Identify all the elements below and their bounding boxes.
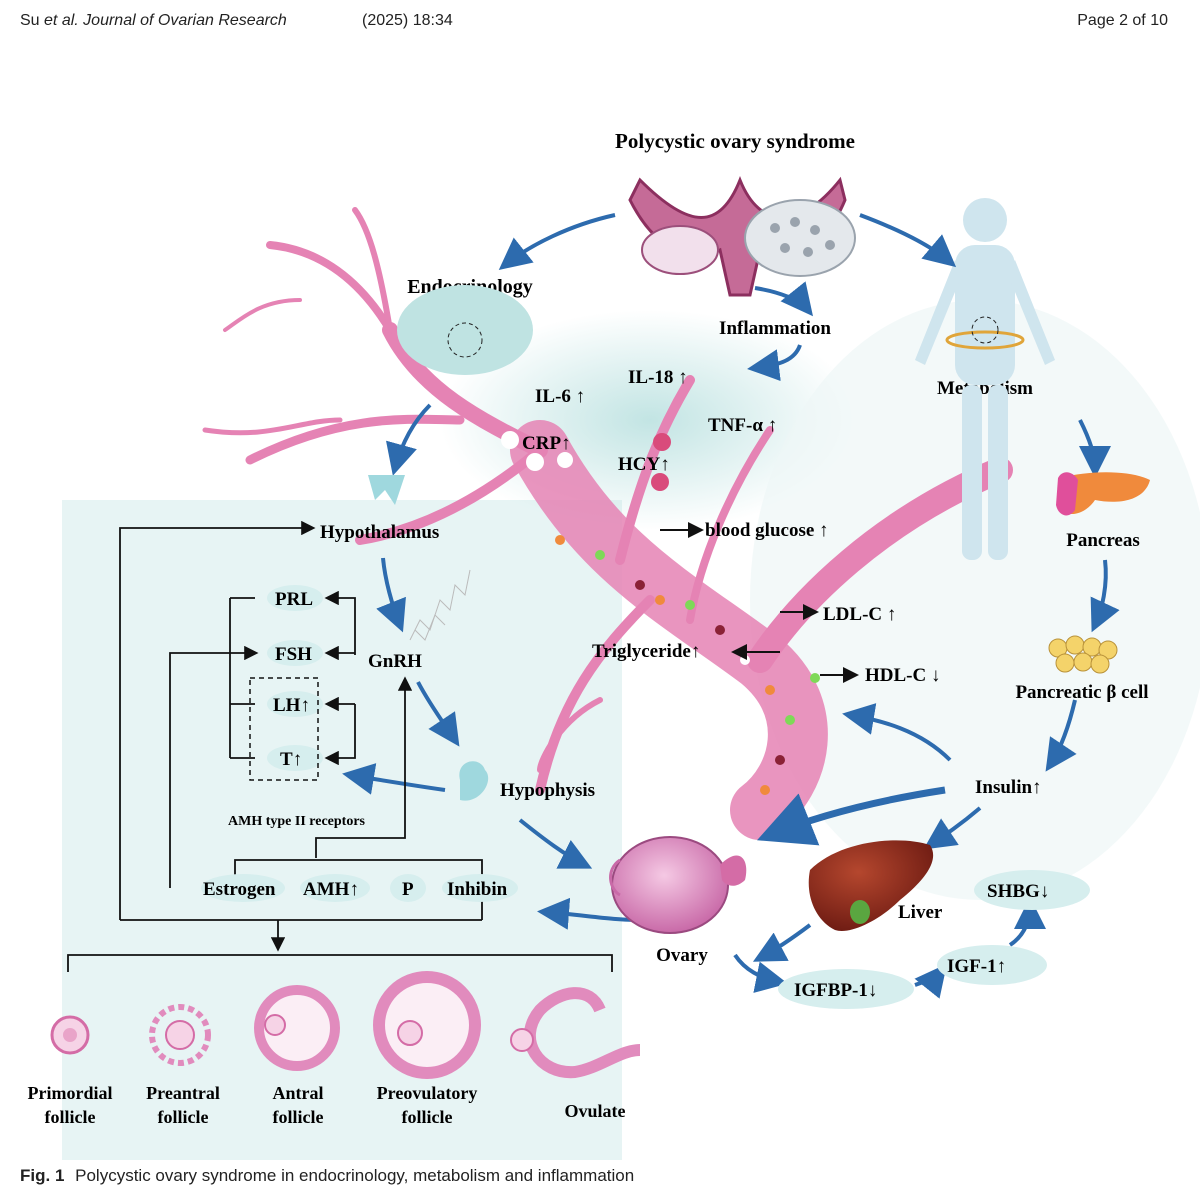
shbg-label: SHBG↓ (987, 881, 1049, 902)
ovulate-follicle (510, 987, 641, 1079)
follicle-label-2a: Preantral (146, 1083, 220, 1103)
uterus-illustration (628, 175, 856, 297)
follicle-label-3a: Antral (273, 1083, 324, 1103)
estrogen-label: Estrogen (203, 879, 276, 900)
caption-label: Fig. 1 (20, 1166, 65, 1185)
follicle-label-4b: follicle (402, 1107, 453, 1127)
antral-follicle (254, 985, 340, 1071)
pcos-figure: Polycystic ovary syndrome Endocrinology … (28, 129, 1200, 1160)
molecule-illustration (409, 569, 471, 641)
follicle-label-5a: Ovulate (565, 1101, 626, 1121)
hypothalamus-label: Hypothalamus (320, 522, 439, 543)
caption-text: Polycystic ovary syndrome in endocrinolo… (75, 1166, 635, 1185)
gnrh-label: GnRH (368, 651, 422, 672)
beta-cell-label: Pancreatic β cell (1015, 682, 1148, 703)
et-al: et al. (44, 12, 79, 29)
hypophysis-label: Hypophysis (500, 780, 595, 801)
journal-citation: Su et al. Journal of Ovarian Research (20, 12, 287, 30)
amh-receptor-label: AMH type II receptors (228, 814, 366, 829)
primordial-follicle (50, 1015, 90, 1055)
flow-arrows (342, 213, 1120, 999)
tnf-label: TNF-α ↑ (708, 415, 777, 436)
shbg-bubble: SHBG↓ (974, 870, 1090, 910)
ovary-illustration (609, 836, 747, 934)
ovary-label: Ovary (656, 945, 708, 966)
beta-cell-illustration (1048, 635, 1118, 674)
pancreas-label: Pancreas (1066, 530, 1140, 551)
pancreas-illustration (1056, 472, 1150, 516)
follicle-labels: Primordial follicle Preantral follicle A… (28, 1083, 626, 1127)
igfbp1-label: IGFBP-1↓ (794, 980, 877, 1001)
crp-label: CRP↑ (522, 433, 571, 454)
follicle-label-4a: Preovulatory (377, 1083, 478, 1103)
metabolic-labels: blood glucose ↑ LDL-C ↑ Triglyceride↑ HD… (592, 520, 940, 686)
t-label: T↑ (280, 749, 302, 770)
figure-caption: Fig. 1 Polycystic ovary syndrome in endo… (20, 1166, 634, 1186)
blood-particles (555, 535, 820, 795)
triglyceride-label: Triglyceride↑ (592, 641, 700, 662)
hormone-boxes: PRL FSH LH↑ T↑ (249, 585, 323, 781)
human-body-illustration (915, 198, 1055, 560)
follicle-stages (50, 971, 641, 1079)
insulin-label: Insulin↑ (975, 777, 1042, 798)
metabolism-label: Metabolism (937, 378, 1033, 399)
preantral-follicle (149, 1004, 211, 1066)
blood-vessel (202, 207, 1013, 840)
page-header: Su et al. Journal of Ovarian Research (2… (20, 12, 1168, 36)
ovarian-hormones: Estrogen AMH↑ P Inhibin (201, 874, 518, 902)
il6-label: IL-6 ↑ (535, 386, 585, 407)
follicle-label-3b: follicle (273, 1107, 324, 1127)
igf1-label: IGF-1↑ (947, 956, 1006, 977)
follicle-label-1b: follicle (45, 1107, 96, 1127)
hypothalamus-icon (368, 475, 405, 505)
feedback-lines (67, 520, 613, 972)
hypophysis-icon (459, 761, 489, 801)
ldl-label: LDL-C ↑ (823, 604, 896, 625)
p-label: P (402, 879, 414, 900)
figure-title: Polycystic ovary syndrome (615, 129, 855, 153)
fsh-label: FSH (275, 644, 312, 665)
liver-illustration (808, 840, 934, 931)
blood-glucose-label: blood glucose ↑ (705, 520, 829, 541)
inhibin-label: Inhibin (447, 879, 508, 900)
inflammation-label: Inflammation (719, 318, 831, 339)
page-number: Page 2 of 10 (1077, 12, 1168, 29)
lh-label: LH↑ (273, 695, 310, 716)
hdl-label: HDL-C ↓ (865, 665, 940, 686)
liver-label: Liver (898, 902, 943, 923)
hcy-label: HCY↑ (618, 454, 670, 475)
author: Su (20, 12, 40, 29)
igfbp1-bubble: IGFBP-1↓ (778, 969, 914, 1009)
igf1-bubble: IGF-1↑ (937, 945, 1047, 985)
brain-illustration (397, 285, 533, 375)
follicle-label-2b: follicle (158, 1107, 209, 1127)
year-volume: (2025) 18:34 (362, 12, 453, 29)
il18-label: IL-18 ↑ (628, 367, 688, 388)
follicle-label-1a: Primordial (28, 1083, 113, 1103)
prl-label: PRL (275, 589, 313, 610)
amh-label: AMH↑ (303, 879, 359, 900)
journal-name: Journal of Ovarian Research (83, 12, 287, 29)
preovulatory-follicle (373, 971, 481, 1079)
inflammation-markers: IL-6 ↑ IL-18 ↑ CRP↑ TNF-α ↑ HCY↑ (501, 367, 777, 491)
